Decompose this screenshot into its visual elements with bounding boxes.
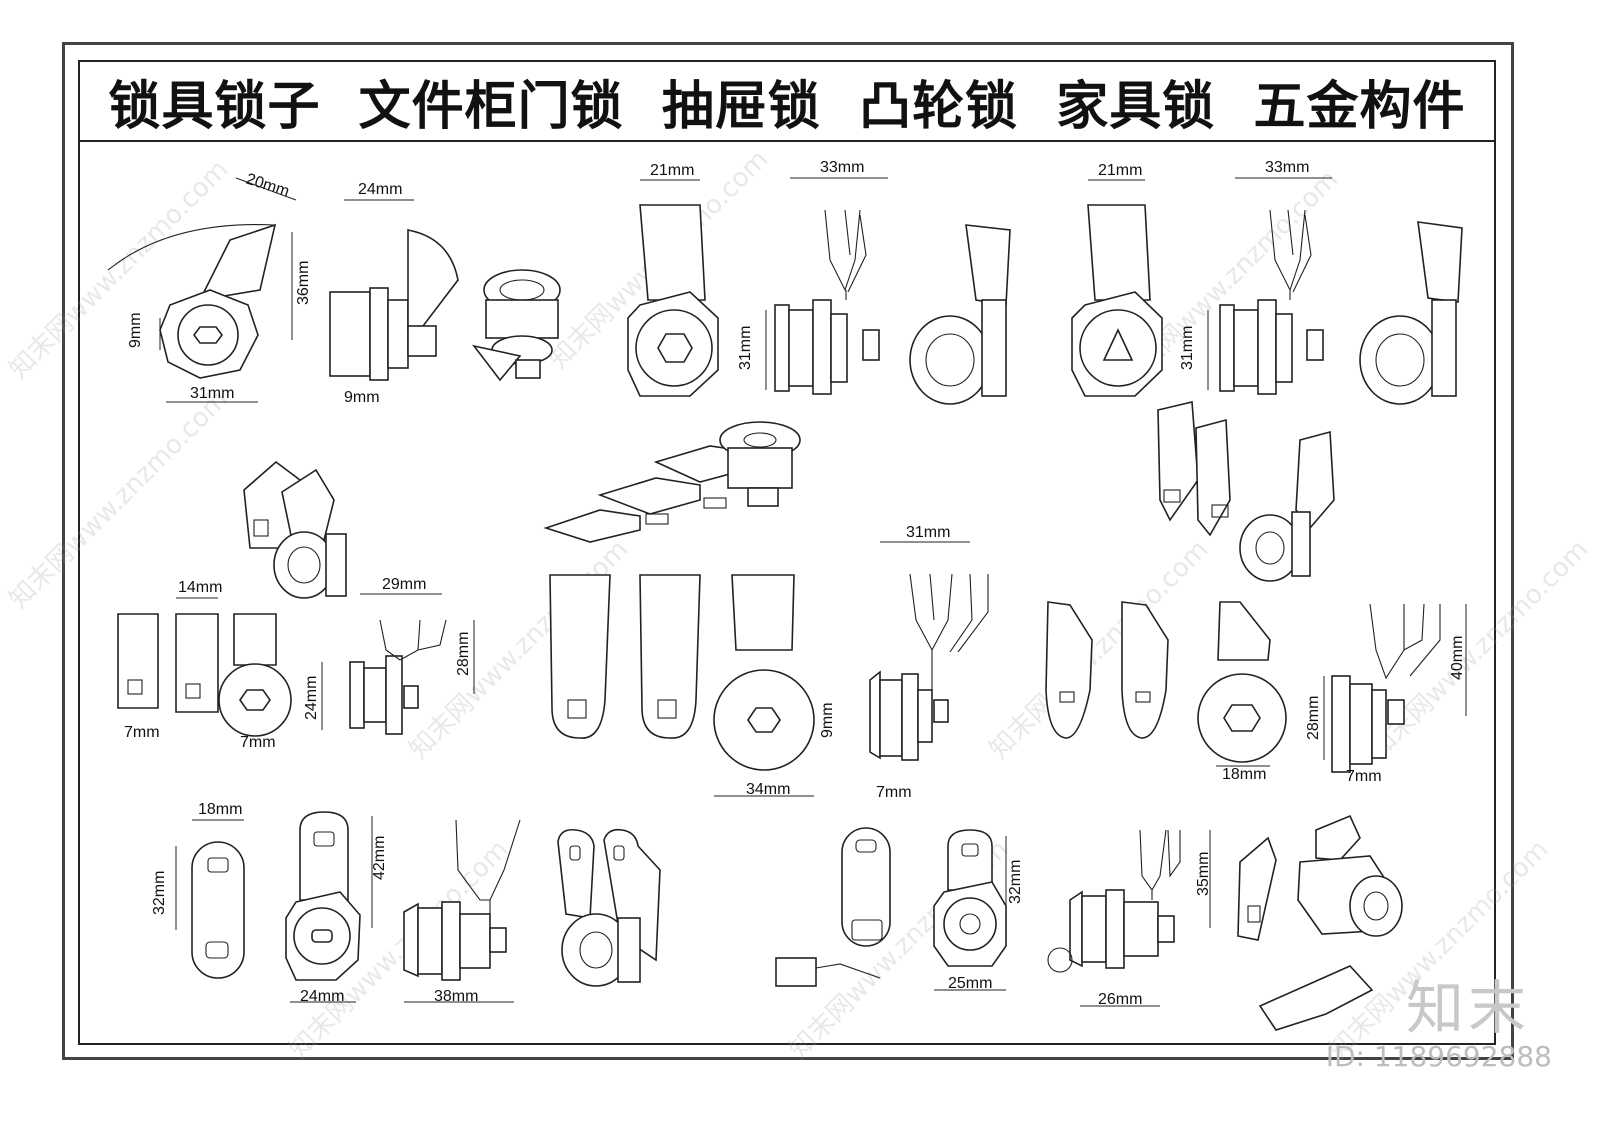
watermark-6: 知末网www.znzmo.com xyxy=(984,534,1215,765)
dim-18mm-a: 18mm xyxy=(1222,766,1266,783)
lock-3-front-view: 21mm xyxy=(627,162,719,397)
dim-24mm-c: 24mm xyxy=(300,988,344,1005)
lock-1-front-view: 20mm 36mm 9mm 31mm xyxy=(107,171,312,403)
sheet-title: 锁具锁子 文件柜门锁 抽屉锁 凸轮锁 家具锁 五金构件 xyxy=(108,76,1466,137)
dim-31mm-b: 31mm xyxy=(737,326,754,370)
lock-10-body-front: 32mm 25mm xyxy=(933,829,1024,992)
lock-9-isometric xyxy=(557,828,661,987)
lock-5-isometric xyxy=(243,460,347,599)
dim-33mm-a: 33mm xyxy=(820,159,864,176)
lock-10-isometric-with-key xyxy=(1237,814,1403,1031)
dim-42mm: 42mm xyxy=(371,836,388,880)
dim-34mm: 34mm xyxy=(746,781,790,798)
dim-29mm: 29mm xyxy=(382,576,426,593)
title-bar: 锁具锁子 文件柜门锁 抽屉锁 凸轮锁 家具锁 五金构件 xyxy=(80,62,1494,142)
dim-36mm: 36mm xyxy=(295,261,312,305)
dim-24mm-b: 24mm xyxy=(303,676,320,720)
dim-40mm: 40mm xyxy=(1449,636,1466,680)
dim-9mm-a: 9mm xyxy=(127,312,144,348)
dim-14mm: 14mm xyxy=(178,579,222,596)
lock-3-side-view: 33mm 31mm xyxy=(737,159,888,395)
dim-21mm-a: 21mm xyxy=(650,162,694,179)
dim-7mm-c: 7mm xyxy=(876,784,912,801)
dim-26mm: 26mm xyxy=(1098,991,1142,1008)
dim-21mm-b: 21mm xyxy=(1098,162,1142,179)
lock-2-side-view: 24mm 9mm xyxy=(329,181,459,406)
lock-10-side-view: 35mm 26mm xyxy=(1047,829,1212,1008)
dim-31mm-c: 31mm xyxy=(1179,326,1196,370)
lock-9-body-front: 42mm 24mm xyxy=(285,811,388,1005)
lock-4-front-view: 21mm xyxy=(1071,162,1163,397)
lock-6-isometric-cam-set xyxy=(543,421,801,543)
lock-7-cams-set: 18mm xyxy=(1045,601,1287,783)
image-id-label: ID: 1189692888 xyxy=(1325,1040,1552,1073)
dim-9mm-c: 9mm xyxy=(819,702,836,738)
lock-9-cam-front: 18mm 32mm xyxy=(151,801,245,979)
dim-28mm-b: 28mm xyxy=(1305,696,1322,740)
drawing-inner-frame xyxy=(78,60,1496,1045)
lock-5-side-view: 29mm 24mm 28mm xyxy=(303,576,475,735)
dim-33mm-b: 33mm xyxy=(1265,159,1309,176)
dim-7mm-d: 7mm xyxy=(1346,768,1382,785)
dim-18mm-b: 18mm xyxy=(198,801,242,818)
dim-38mm: 38mm xyxy=(434,988,478,1005)
dim-28mm-a: 28mm xyxy=(455,632,472,676)
dim-24mm-a: 24mm xyxy=(358,181,402,198)
lock-3-isometric xyxy=(909,224,1011,405)
dim-9mm-b: 9mm xyxy=(344,389,380,406)
dim-31mm-a: 31mm xyxy=(190,385,234,402)
brand-watermark: 知末 xyxy=(1405,974,1530,1042)
lock-4-side-view: 33mm 31mm xyxy=(1179,159,1332,395)
watermark-7: 知末网www.znzmo.com xyxy=(1364,534,1595,765)
dim-7mm-b: 7mm xyxy=(240,734,276,751)
lock-10-cam-front xyxy=(775,827,891,987)
dim-25mm: 25mm xyxy=(948,975,992,992)
lock-2-isometric xyxy=(472,269,561,382)
lock-7-side-view: 28mm 40mm 7mm xyxy=(1305,603,1467,785)
lock-9-side-view: 38mm xyxy=(403,819,521,1005)
lock-5-cams-set: 14mm 7mm 7mm xyxy=(117,579,292,751)
lock-7-isometric-cam-set xyxy=(1157,401,1335,582)
dim-35mm: 35mm xyxy=(1195,852,1212,896)
dim-7mm-a: 7mm xyxy=(124,724,160,741)
dim-20mm-a: 20mm xyxy=(244,171,292,201)
lock-6-cams-set: 34mm 9mm xyxy=(549,574,836,798)
lock-8-side-view: 31mm 7mm xyxy=(869,524,989,801)
dim-32mm-a: 32mm xyxy=(151,871,168,915)
dim-32mm-b: 32mm xyxy=(1007,860,1024,904)
dim-31mm-d: 31mm xyxy=(906,524,950,541)
lock-4-isometric xyxy=(1359,221,1463,405)
